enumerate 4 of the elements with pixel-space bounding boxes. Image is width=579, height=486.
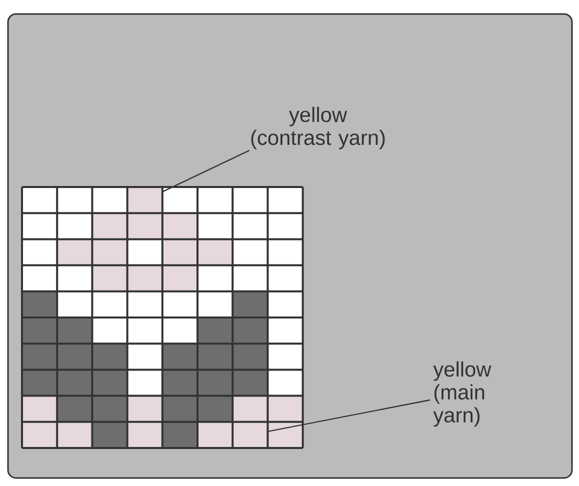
callout-text: yellow (main yarn) (433, 361, 492, 427)
callout-text: yellow (contrast yarn) (251, 106, 385, 150)
leader-line (162, 150, 250, 192)
leader-line (268, 399, 430, 432)
